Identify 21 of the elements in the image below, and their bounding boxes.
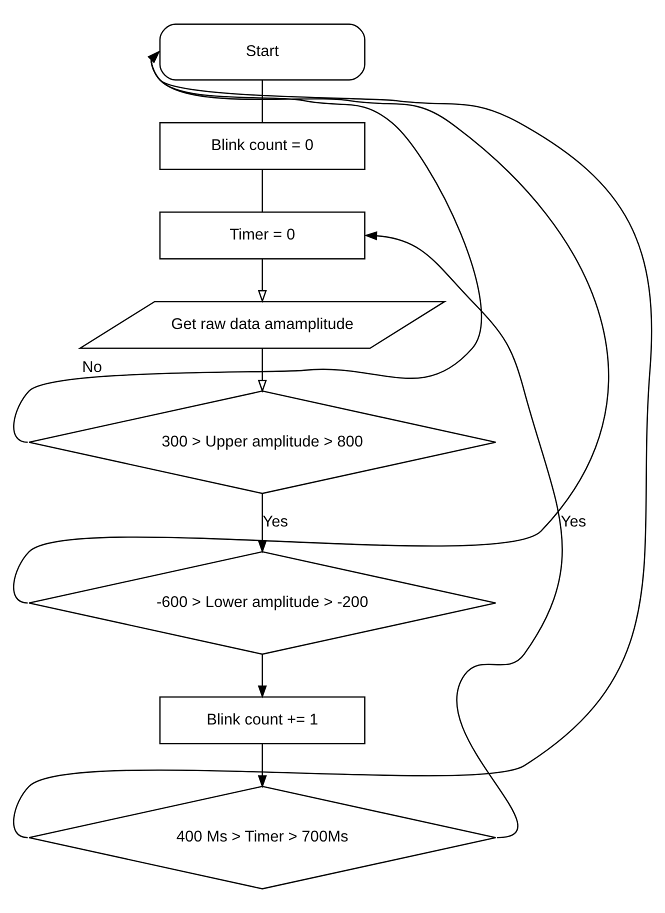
node-diamond: 400 Ms > Timer > 700Ms xyxy=(28,786,496,890)
arrow xyxy=(13,50,482,443)
arrow xyxy=(14,50,652,838)
node-diamond: 300 > Upper amplitude > 800 xyxy=(28,390,496,494)
connector xyxy=(262,170,263,212)
arrow xyxy=(258,259,267,303)
arrow xyxy=(364,231,563,838)
node-box: Blink count = 0 xyxy=(159,122,366,170)
arrow xyxy=(258,494,267,554)
connector xyxy=(262,80,263,123)
edge-label: Yes xyxy=(262,514,288,531)
arrow xyxy=(258,654,267,698)
arrow xyxy=(258,348,267,393)
node-diamond: -600 > Lower amplitude > -200 xyxy=(28,551,496,655)
node-box: Blink count += 1 xyxy=(159,696,366,744)
node-box: Timer = 0 xyxy=(159,212,366,260)
edge-label: No xyxy=(82,359,102,376)
arrow xyxy=(258,744,267,788)
node-box: Start xyxy=(159,24,366,81)
arrow xyxy=(13,50,609,604)
edge-label: Yes xyxy=(560,514,586,531)
